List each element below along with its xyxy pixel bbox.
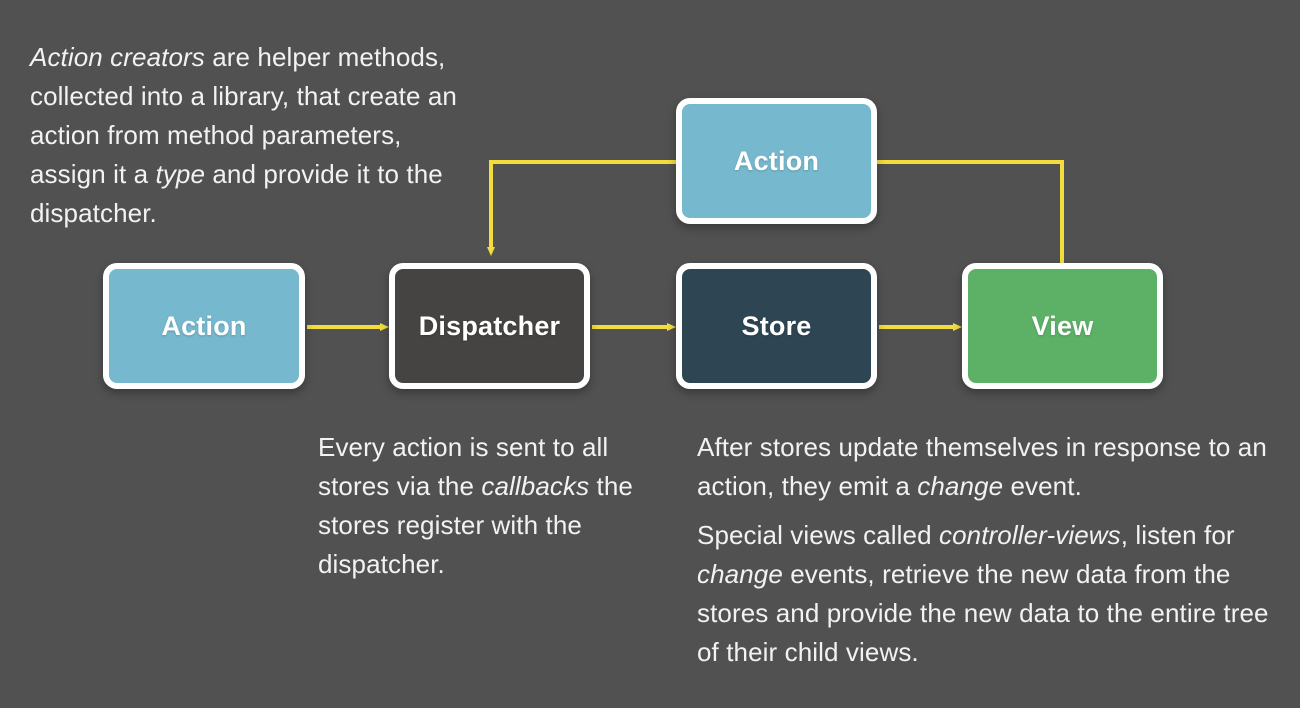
annotation-view-part1: Special views called [697, 520, 939, 550]
annotation-view-emphasis1: controller-views [939, 520, 1121, 550]
annotation-store-part1: After stores update themselves in respon… [697, 432, 1267, 501]
annotation-intro-lead: Action creators [30, 42, 205, 72]
annotation-dispatcher-part1: Every action is sent to all stores via t… [318, 432, 609, 501]
annotation-dispatcher-part2: the stores register with the dispatcher. [318, 471, 633, 579]
connector-action-to-dispatcher-feedback [487, 160, 676, 256]
node-store[interactable]: Store [676, 263, 877, 389]
annotation-view-emphasis2: change [697, 559, 783, 589]
node-view-label: View [1031, 310, 1094, 341]
annotation-store-part2: event. [1003, 471, 1082, 501]
annotation-store-emphasis: change [917, 471, 1004, 501]
annotation-store-view: After stores update themselves in respon… [697, 428, 1272, 672]
annotation-view-text: Special views called controller-views, l… [697, 516, 1272, 672]
annotation-action-creators: Action creators are helper methods, coll… [30, 38, 475, 233]
annotation-dispatcher-emphasis: callbacks [481, 471, 590, 501]
node-view[interactable]: View [962, 263, 1163, 389]
annotation-view-part2: , listen for [1120, 520, 1235, 550]
annotation-dispatcher-text: Every action is sent to all stores via t… [318, 428, 663, 584]
annotation-view-part3: events, retrieve the new data from the s… [697, 559, 1269, 667]
connector-view-to-action [875, 160, 1064, 265]
node-dispatcher-label: Dispatcher [418, 310, 561, 341]
annotation-store-text: After stores update themselves in respon… [697, 428, 1272, 506]
node-action-left-label: Action [161, 310, 247, 341]
node-dispatcher[interactable]: Dispatcher [389, 263, 590, 389]
annotation-intro-rest: are helper methods, collected into a lib… [30, 42, 457, 189]
node-action-top[interactable]: Action [676, 98, 877, 224]
annotation-intro-emphasis: type [155, 159, 206, 189]
annotation-intro-tail: and provide it to the dispatcher. [30, 159, 443, 228]
node-store-label: Store [741, 310, 812, 341]
node-action-left[interactable]: Action [103, 263, 305, 389]
annotation-action-creators-text: Action creators are helper methods, coll… [30, 38, 475, 233]
annotation-dispatcher: Every action is sent to all stores via t… [318, 428, 663, 584]
node-action-top-label: Action [733, 145, 820, 176]
